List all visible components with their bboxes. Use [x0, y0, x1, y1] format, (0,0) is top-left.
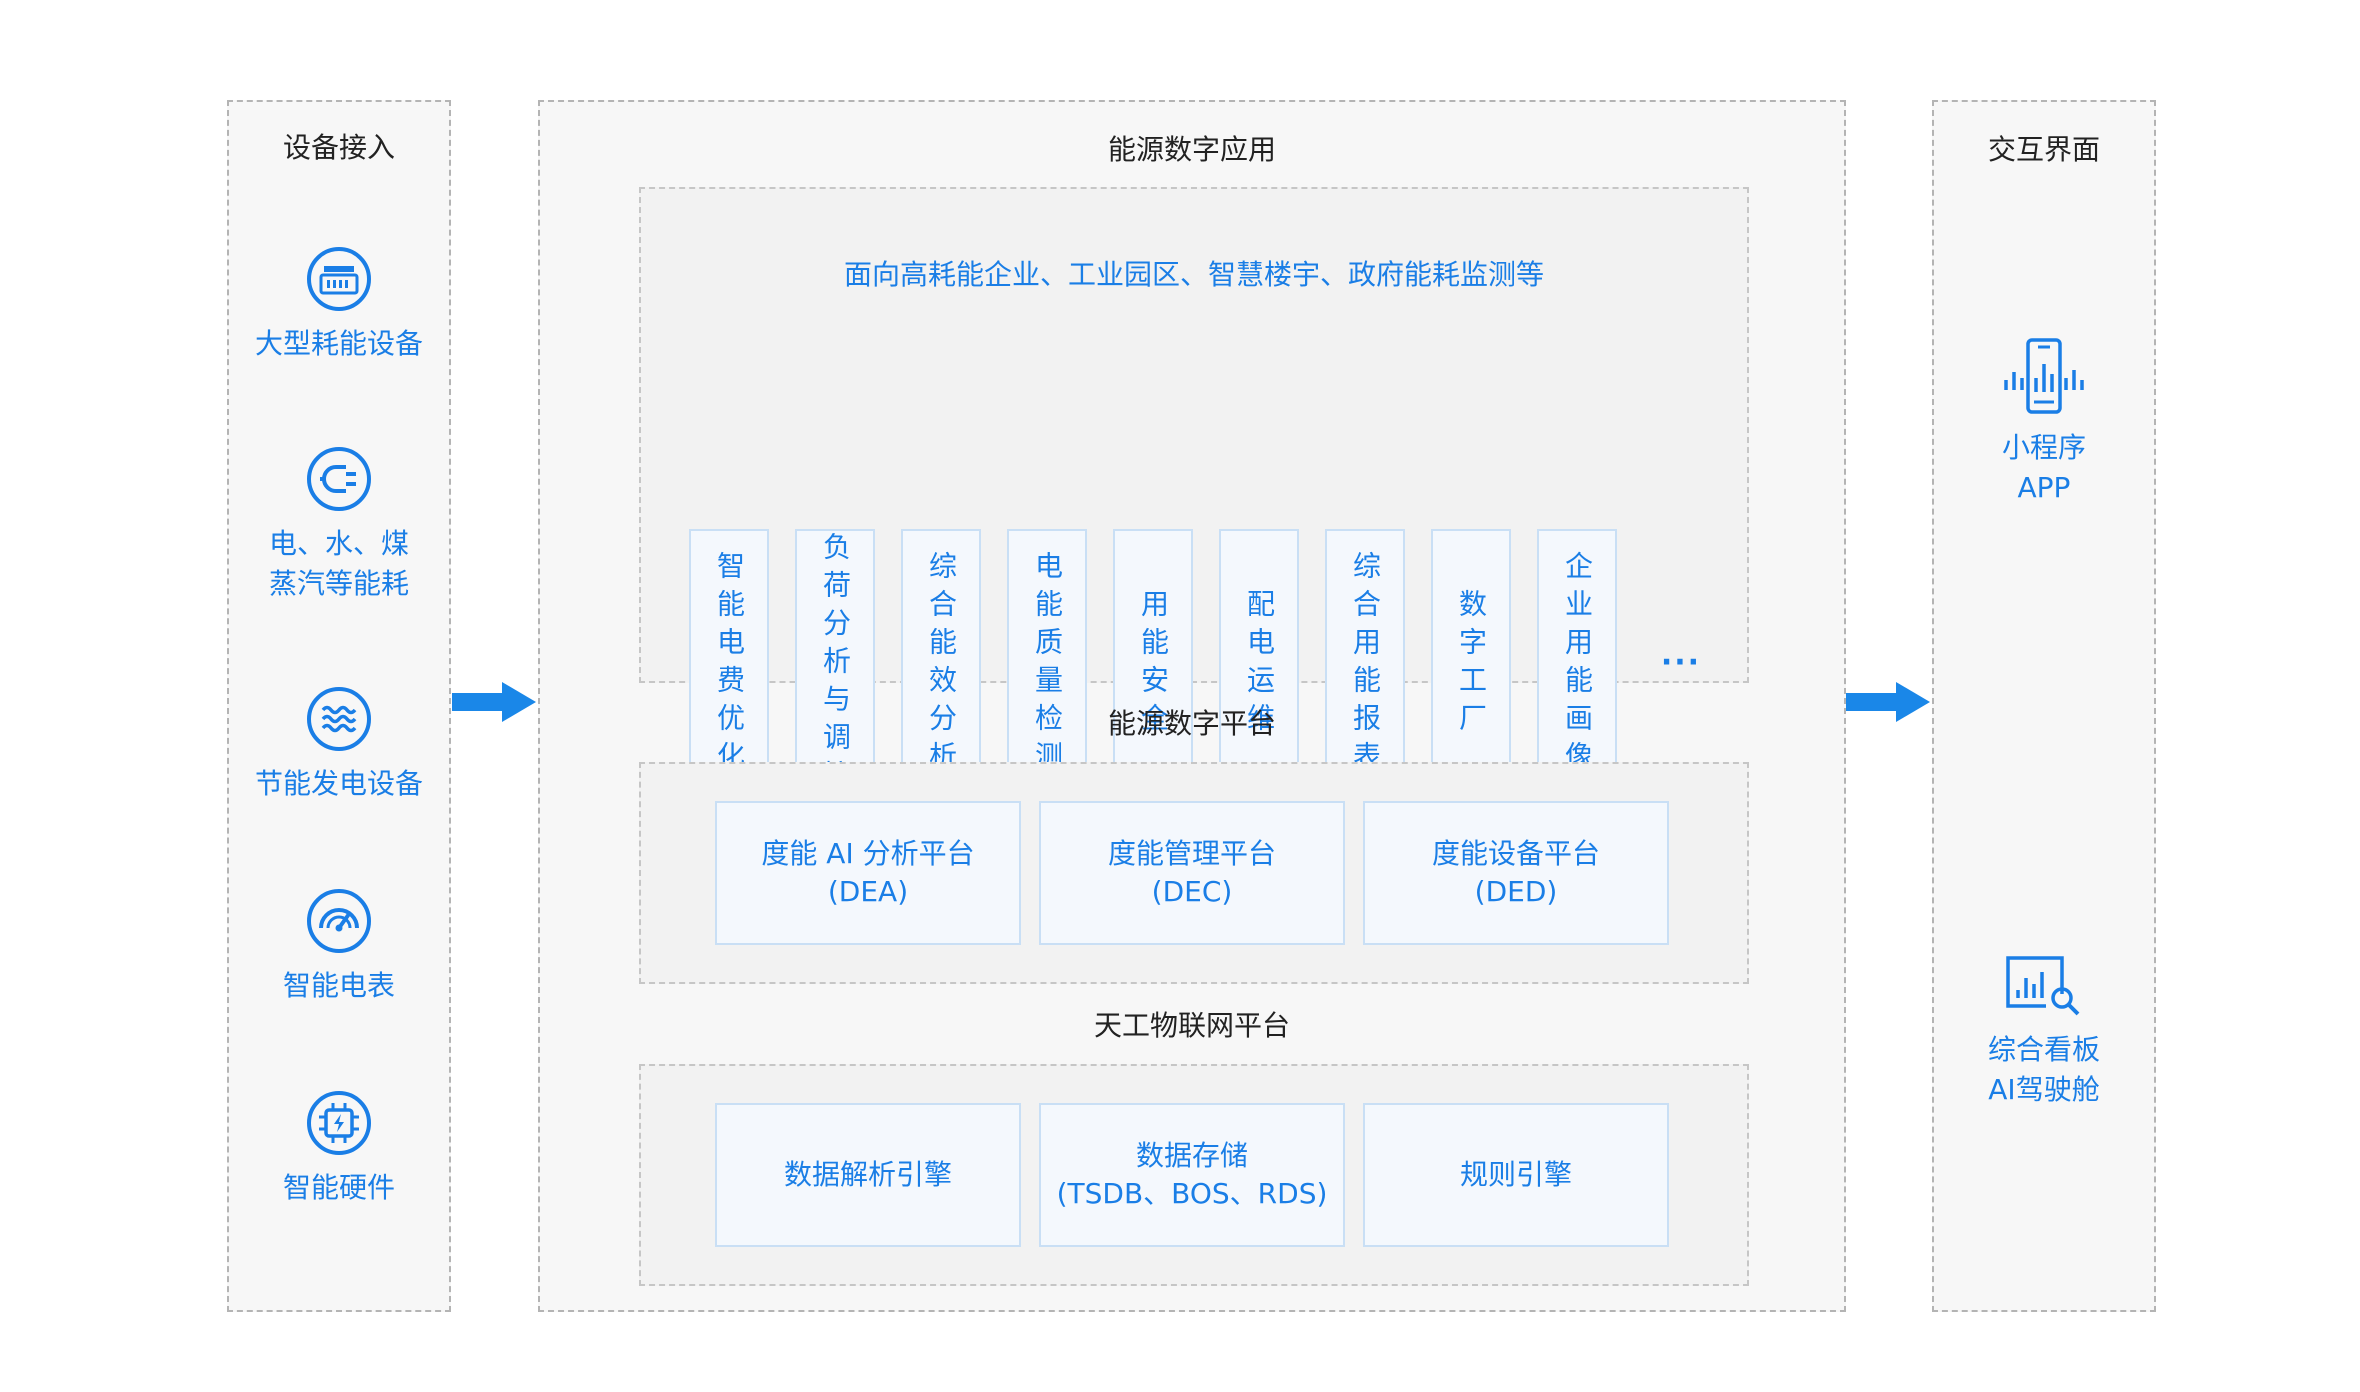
box-line1: 数据存储	[1135, 1139, 1248, 1172]
app-card-label: 智能电费优化	[713, 551, 746, 779]
app-card-label: 配电运维	[1243, 589, 1276, 741]
interaction-item-label-line2: AI驾驶舱	[1988, 1073, 2100, 1106]
box-line2: (DED)	[1474, 875, 1558, 908]
app-card-label: 数字工厂	[1455, 589, 1488, 741]
box-line2: (DEC)	[1151, 875, 1233, 908]
energy-digital-app-panel: 面向高耗能企业、工业园区、智慧楼宇、政府能耗监测等 智能电费优化 负荷分析与调控…	[639, 187, 1749, 801]
app-card: 电能质量检测	[1007, 529, 1087, 801]
wave-icon	[307, 687, 371, 751]
device-item-smart-meter: 智能电表	[229, 888, 449, 1006]
device-item-label-multiline: 电、水、煤 蒸汽等能耗	[269, 524, 409, 604]
app-card: 配电运维	[1219, 529, 1299, 801]
ded-platform-box: 度能设备平台 (DED)	[1363, 801, 1669, 945]
app-card-label: 企业用能画像	[1561, 551, 1594, 779]
interaction-item-mini-program: 小程序 APP	[1934, 338, 2154, 508]
device-item-label: 智能电表	[282, 969, 395, 1002]
interaction-item-label: 小程序 APP	[2002, 428, 2086, 508]
dea-platform-box: 度能 AI 分析平台 (DEA)	[715, 801, 1021, 945]
center-panel: 能源数字应用 面向高耗能企业、工业园区、智慧楼宇、政府能耗监测等 智能电费优化 …	[538, 100, 1846, 1312]
app-card: 负荷分析与调控	[795, 529, 875, 801]
gauge-icon	[307, 889, 371, 953]
device-item-label: 智能硬件	[282, 1171, 395, 1204]
flow-arrow-right	[1846, 682, 1930, 722]
device-item-energy-saving-generation: 节能发电设备	[229, 686, 449, 804]
data-storage-box: 数据存储 (TSDB、BOS、RDS)	[1039, 1103, 1345, 1247]
box-line1: 度能管理平台	[1107, 837, 1276, 870]
flow-arrow-left	[452, 682, 536, 722]
more-ellipsis: ···	[1660, 645, 1702, 680]
box-line2: (DEA)	[827, 875, 909, 908]
energy-digital-platform-title: 能源数字平台	[1107, 707, 1276, 740]
iot-platform-title: 天工物联网平台	[1093, 1009, 1290, 1042]
app-card-label: 电能质量检测	[1031, 551, 1064, 779]
interaction-item-label: 综合看板 AI驾驶舱	[1988, 1030, 2100, 1110]
device-item-label: 节能发电设备	[254, 767, 423, 800]
dec-platform-box: 度能管理平台 (DEC)	[1039, 801, 1345, 945]
box-line1: 规则引擎	[1459, 1158, 1572, 1191]
meter-box-icon	[307, 247, 371, 311]
chip-icon	[307, 1091, 371, 1155]
iot-platform-panel: 数据解析引擎 数据存储 (TSDB、BOS、RDS) 规则引擎	[639, 1064, 1749, 1286]
device-item-label-line2: 蒸汽等能耗	[268, 567, 409, 600]
app-card: 用能安全	[1113, 529, 1193, 801]
box-line1: 数据解析引擎	[783, 1158, 952, 1191]
app-card-label: 综合用能报表	[1349, 551, 1382, 779]
device-access-panel: 设备接入 大型耗能设备 电、水、煤 蒸汽等能耗	[227, 100, 451, 1312]
interaction-item-label-line1: 综合看板	[1987, 1033, 2100, 1066]
device-item-large-equipment: 大型耗能设备	[229, 246, 449, 364]
data-parsing-engine-box: 数据解析引擎	[715, 1103, 1021, 1247]
app-card-label: 综合能效分析	[925, 551, 958, 779]
device-item-energy-consumption: 电、水、煤 蒸汽等能耗	[229, 446, 449, 604]
app-card: 智能电费优化	[689, 529, 769, 801]
dashboard-search-icon	[2006, 956, 2080, 1016]
rules-engine-box: 规则引擎	[1363, 1103, 1669, 1247]
app-card: 企业用能画像	[1537, 529, 1617, 801]
app-card-label: 负荷分析与调控	[819, 532, 852, 798]
app-card: 综合能效分析	[901, 529, 981, 801]
box-line1: 度能 AI 分析平台	[761, 837, 975, 870]
app-card: 数字工厂	[1431, 529, 1511, 801]
interaction-item-label-line2: APP	[2017, 471, 2071, 504]
app-card-label: 用能安全	[1137, 589, 1170, 741]
phone-chart-icon	[2004, 338, 2084, 414]
interaction-title: 交互界面	[1987, 133, 2100, 166]
interaction-item-dashboard: 综合看板 AI驾驶舱	[1934, 954, 2154, 1110]
energy-digital-platform-panel: 度能 AI 分析平台 (DEA) 度能管理平台 (DEC) 度能设备平台 (DE…	[639, 762, 1749, 984]
plug-icon	[307, 447, 371, 511]
device-item-label: 大型耗能设备	[254, 327, 423, 360]
interaction-panel: 交互界面 小程序 APP	[1932, 100, 2156, 1312]
app-card: 综合用能报表	[1325, 529, 1405, 801]
device-item-label-line1: 电、水、煤	[268, 527, 409, 560]
box-line1: 度能设备平台	[1431, 837, 1600, 870]
energy-digital-app-title: 能源数字应用	[1107, 133, 1276, 166]
energy-digital-app-subtitle: 面向高耗能企业、工业园区、智慧楼宇、政府能耗监测等	[843, 258, 1544, 291]
device-item-smart-hardware: 智能硬件	[229, 1090, 449, 1208]
box-line2: (TSDB、BOS、RDS)	[1056, 1177, 1328, 1210]
interaction-item-label-line1: 小程序	[2001, 431, 2086, 464]
device-access-title: 设备接入	[282, 131, 395, 164]
